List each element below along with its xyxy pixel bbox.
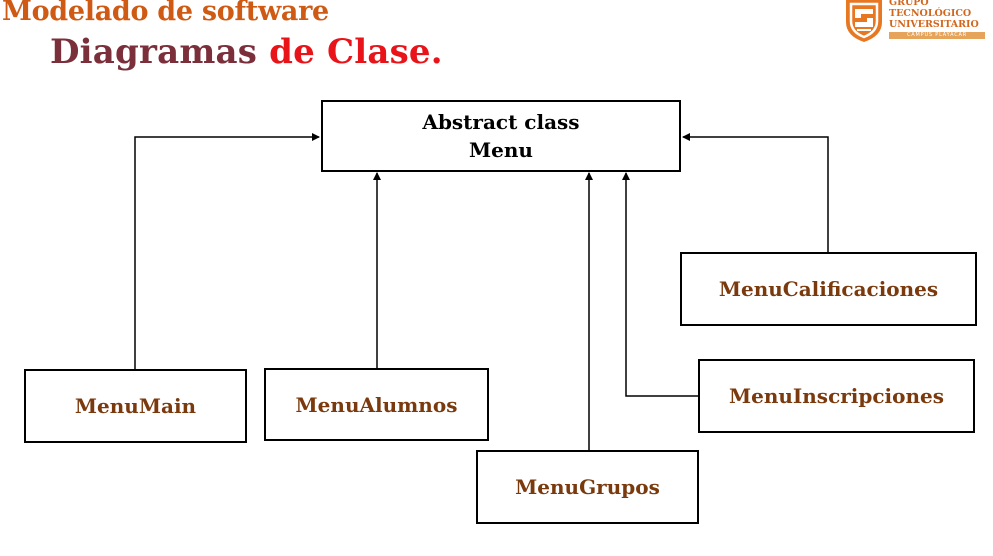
class-name-menucalificaciones: MenuCalificaciones bbox=[718, 277, 939, 301]
class-box-menuinscripciones: MenuInscripciones bbox=[698, 359, 975, 433]
connector-menuinscripciones bbox=[622, 172, 699, 397]
institution-logo: GRUPO TECNOLÓGICO UNIVERSITARIO CAMPUS P… bbox=[842, 0, 992, 42]
connector-menumain bbox=[134, 133, 320, 370]
class-box-menualumnos: MenuAlumnos bbox=[264, 368, 489, 441]
subtitle-part-2: de Clase. bbox=[269, 32, 443, 72]
logo-wordmark: GRUPO TECNOLÓGICO UNIVERSITARIO bbox=[889, 0, 979, 30]
class-name-menumain: MenuMain bbox=[74, 394, 197, 418]
slide-subtitle: Diagramas de Clase. bbox=[50, 32, 443, 72]
class-name-menuinscripciones: MenuInscripciones bbox=[728, 384, 945, 408]
abstract-class-name: Menu bbox=[469, 138, 533, 162]
class-box-menumain: MenuMain bbox=[24, 369, 247, 443]
abstract-class-label: Abstract class bbox=[422, 110, 580, 134]
logo-line-2: TECNOLÓGICO bbox=[889, 8, 972, 19]
logo-campus-label: CAMPUS PLAYACAR bbox=[889, 32, 985, 39]
logo-line-1: GRUPO bbox=[889, 0, 929, 8]
class-name-menualumnos: MenuAlumnos bbox=[295, 392, 458, 417]
class-box-menugrupos: MenuGrupos bbox=[476, 450, 699, 524]
slide-title: Modelado de software bbox=[2, 0, 329, 27]
abstract-class-menu-box: Abstract class Menu bbox=[321, 100, 681, 172]
logo-line-3: UNIVERSITARIO bbox=[889, 19, 979, 30]
class-name-menugrupos: MenuGrupos bbox=[515, 475, 660, 499]
subtitle-part-1: Diagramas bbox=[50, 32, 270, 72]
connector-menucalificaciones bbox=[682, 133, 829, 253]
class-box-menucalificaciones: MenuCalificaciones bbox=[680, 252, 977, 326]
gtu-shield-logo-icon bbox=[846, 0, 882, 42]
